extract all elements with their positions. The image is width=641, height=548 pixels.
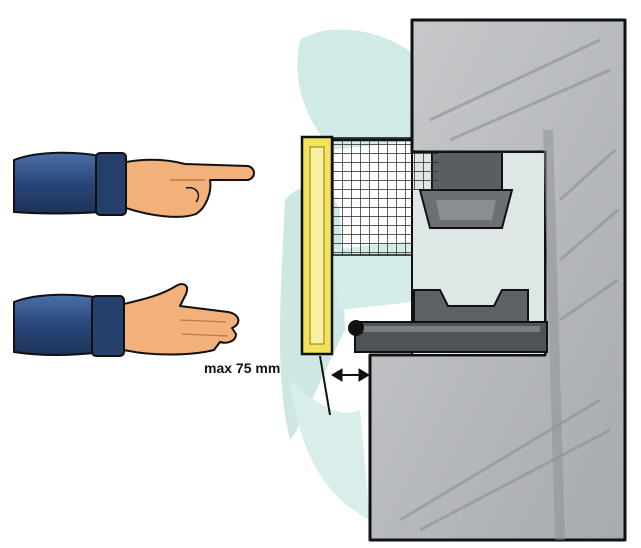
clearance-label: max 75 mm [204,360,280,376]
guard-frame [302,137,332,354]
press-bed [348,320,547,352]
pointing-hand-icon [14,153,254,217]
open-hand-icon [14,284,238,356]
